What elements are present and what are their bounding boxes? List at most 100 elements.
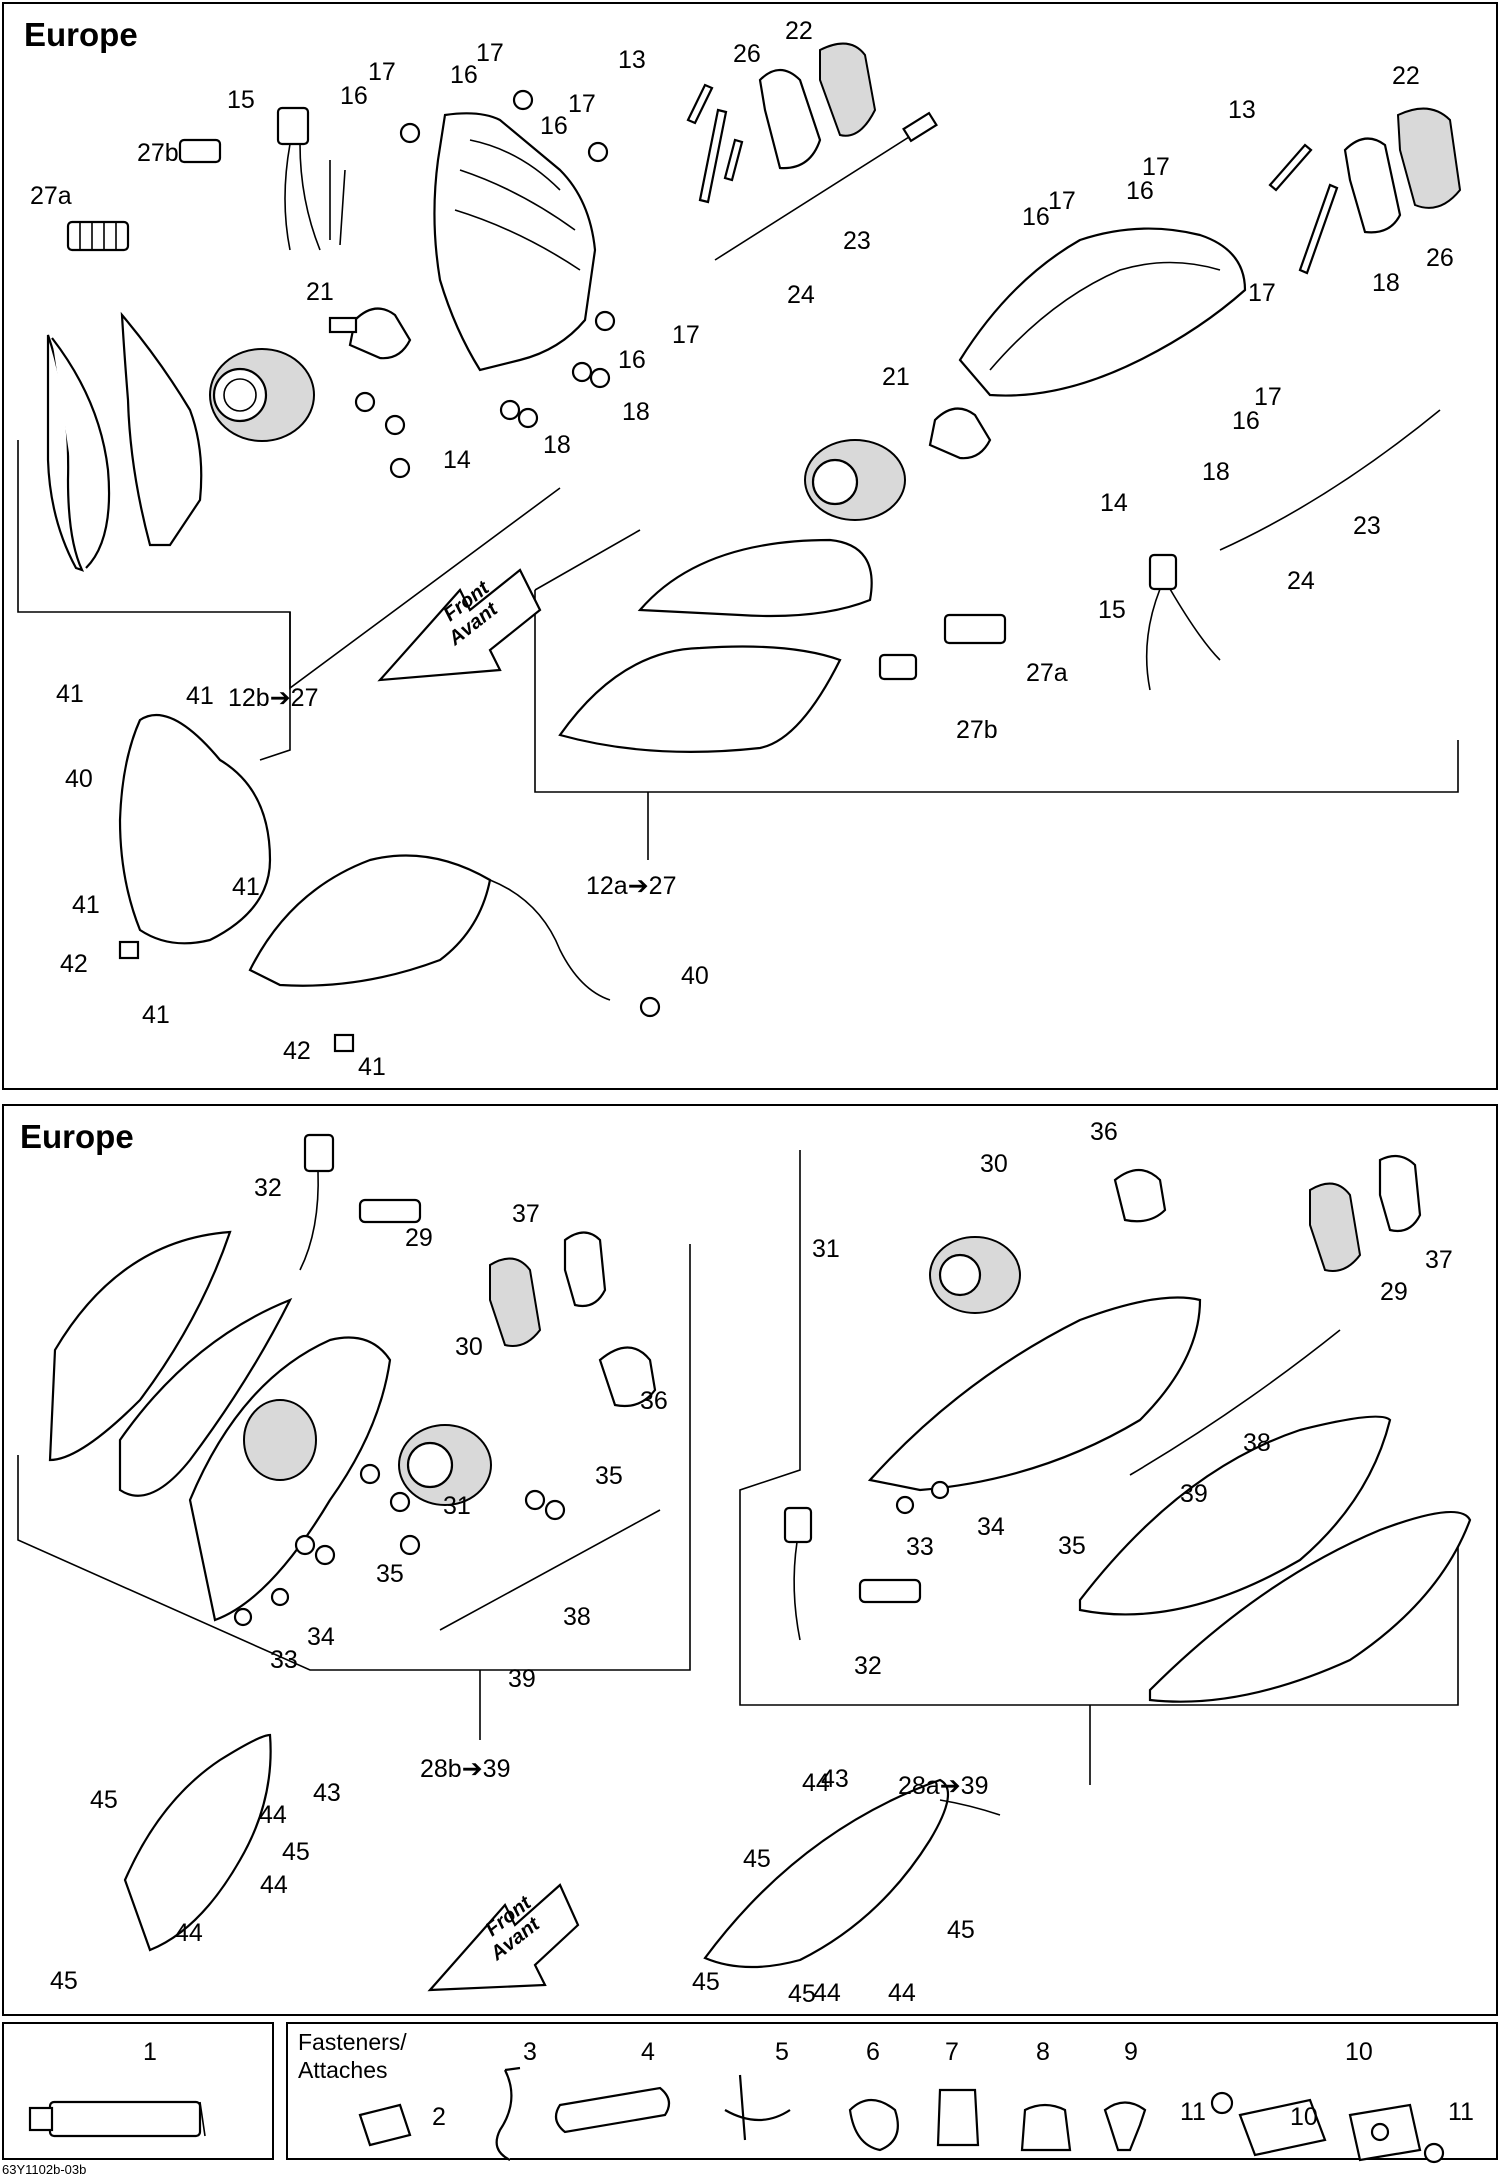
adjuster-cable-23-part	[714, 129, 921, 261]
bottom-right-frame	[739, 1150, 1459, 1706]
fastener-callout-5: 5	[775, 2038, 789, 2066]
top-callout-16: 16	[618, 346, 646, 374]
top-panel-title: Europe	[24, 16, 138, 53]
sealant-tube-icon	[28, 2100, 206, 2138]
bulb-part	[348, 307, 412, 360]
fastener-callout-11: 11	[1180, 2098, 1206, 2126]
adjuster-cable-38-right-part	[1129, 1329, 1341, 1476]
bottom-callout-37: 37	[512, 1200, 540, 1228]
washer-11b-icon	[1423, 2142, 1445, 2164]
top-callout-41: 41	[142, 1001, 170, 1029]
top-callout-16: 16	[1126, 177, 1154, 205]
screw-13-part	[686, 83, 744, 204]
bottom-callout-36: 36	[640, 1387, 668, 1415]
bottom-callout-35: 35	[595, 1462, 623, 1490]
clip-42-part	[118, 940, 140, 960]
top-callout-27b: 27b	[137, 139, 179, 167]
top-callout-27b: 27b	[956, 716, 998, 744]
bottom-callout-32: 32	[254, 1174, 282, 1202]
top-callout-17: 17	[1048, 187, 1076, 215]
bottom-callout-36: 36	[1090, 1118, 1118, 1146]
bottom-callout-31: 31	[443, 1492, 471, 1520]
nut-31-part	[359, 1463, 421, 1556]
bottom-callout-38: 38	[563, 1603, 591, 1631]
fastener-callout-11: 11	[1448, 2098, 1474, 2126]
harness-32-part	[303, 1133, 335, 1173]
fastener-callout-6: 6	[866, 2038, 880, 2066]
top-callout-23: 23	[843, 227, 871, 255]
harness-15-right-part	[1148, 553, 1178, 591]
top-callout-26: 26	[733, 40, 761, 68]
top-callout-15: 15	[1098, 596, 1126, 624]
assembled-lamp-28a-part	[703, 1778, 950, 1969]
top-callout-17: 17	[1142, 153, 1170, 181]
top-callout-22: 22	[785, 17, 813, 45]
bottom-callout-44: 44	[888, 1979, 916, 2007]
clip-6-icon	[848, 2098, 899, 2152]
sealant-callout-1: 1	[143, 2038, 157, 2066]
cover-29-right-part	[1309, 1182, 1362, 1272]
top-callout-41: 41	[232, 873, 260, 901]
top-callout-40: 40	[681, 962, 709, 990]
connector-27a-right-part	[943, 613, 1007, 645]
bottom-callout-29: 29	[1380, 1278, 1408, 1306]
gasket-26-right-part	[1343, 137, 1402, 234]
top-callout-21: 21	[882, 363, 910, 391]
top-callout-27a: 27a	[1026, 659, 1068, 687]
assembled-lamp-28b-part	[123, 1733, 272, 1952]
connector-27b-part	[178, 138, 222, 164]
fastener-callout-8: 8	[1036, 2038, 1050, 2066]
bottom-callout-44: 44	[802, 1769, 830, 1797]
fastener-callout-9: 9	[1124, 2038, 1138, 2066]
bottom-callout-29: 29	[405, 1224, 433, 1252]
tie-5-icon	[724, 2074, 791, 2141]
harness-15-part	[276, 106, 310, 146]
top-callout-16: 16	[540, 112, 568, 140]
fastener-callout-10: 10	[1290, 2103, 1318, 2131]
bottom-callout-45: 45	[50, 1967, 78, 1995]
top-callout-17: 17	[1248, 279, 1276, 307]
gasket-37-part	[563, 1231, 607, 1308]
bottom-callout-44: 44	[259, 1801, 287, 1829]
headlamp-bottom-right-part	[867, 1296, 1202, 1492]
cover-22-part	[819, 42, 877, 137]
top-callout-17: 17	[672, 321, 700, 349]
front-arrow-bottom-icon: Front Avant	[427, 1883, 580, 1992]
top-callout-17: 17	[368, 58, 396, 86]
top-callout-41: 41	[358, 1053, 386, 1081]
bottom-callout-39: 39	[1180, 1480, 1208, 1508]
bottom-callout-45: 45	[692, 1968, 720, 1996]
bushing-34-part	[270, 1587, 290, 1607]
top-callout-41: 41	[72, 891, 100, 919]
top-callout-12a-27: 12a➔27	[586, 872, 676, 900]
top-callout-23: 23	[1353, 512, 1381, 540]
bottom-callout-37: 37	[1425, 1246, 1453, 1274]
bottom-panel-title: Europe	[20, 1118, 134, 1155]
top-callout-27a: 27a	[30, 182, 72, 210]
left-headlamp-housing-part	[433, 112, 597, 372]
bottom-callout-44: 44	[175, 1919, 203, 1947]
bottom-callout-31: 31	[812, 1235, 840, 1263]
top-callout-15: 15	[227, 86, 255, 114]
adjuster-cable-38-part	[439, 1509, 661, 1631]
right-group-frame	[534, 590, 1459, 793]
adjuster-cable-23-right-part	[1219, 409, 1441, 551]
top-callout-24: 24	[1287, 567, 1315, 595]
fastener-callout-7: 7	[945, 2038, 959, 2066]
washer-11-icon	[1210, 2091, 1234, 2115]
top-callout-12b-27: 12b➔27	[228, 684, 318, 712]
connector-27b-right-part	[878, 653, 918, 681]
nut-14-part	[354, 391, 411, 479]
top-callout-16: 16	[340, 82, 368, 110]
connector-27a-part	[66, 220, 130, 252]
sleeve-4-icon	[554, 2086, 671, 2134]
bulb-36-right-part	[1113, 1168, 1167, 1223]
top-callout-17: 17	[1254, 383, 1282, 411]
figure-id: 63Y1102b-03b	[2, 2162, 87, 2177]
front-arrow-icon: Front Avant	[377, 568, 542, 682]
bottom-callout-45: 45	[743, 1845, 771, 1873]
left-reflector-part	[120, 311, 203, 547]
bottom-callout-28a-39: 28a➔39	[898, 1772, 988, 1800]
bottom-callout-33: 33	[906, 1533, 934, 1561]
